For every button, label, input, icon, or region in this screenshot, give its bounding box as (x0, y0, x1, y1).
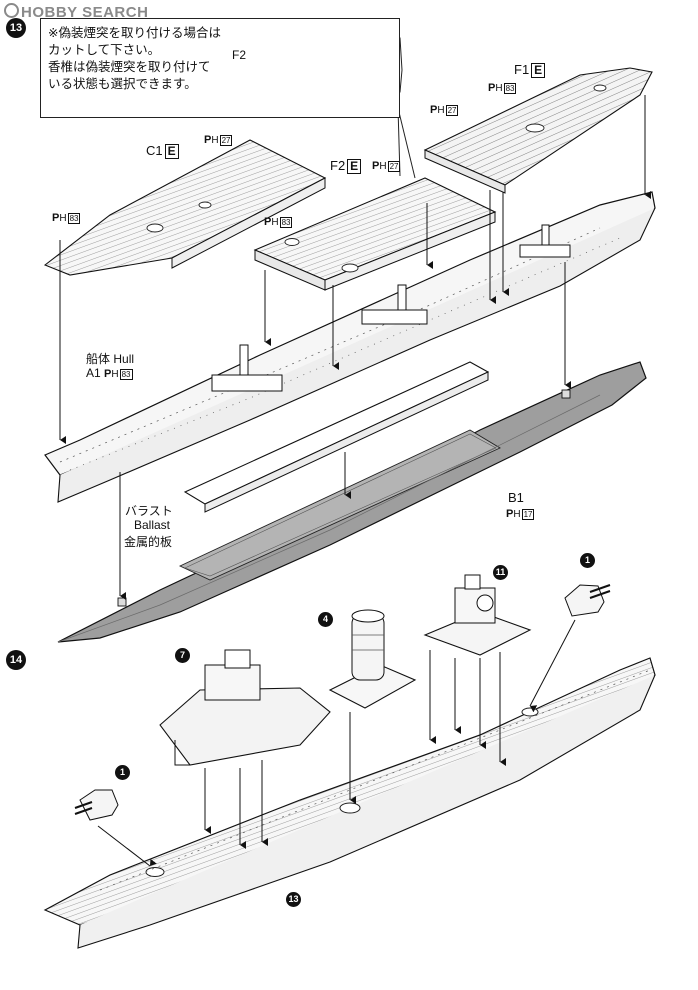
logo-ring-icon (4, 3, 19, 18)
note-text: ※偽装煙突を取り付ける場合は カットして下さい。 香椎は偽装煙突を取り付けて い… (48, 24, 221, 92)
turret-front-part (74, 789, 119, 821)
subassembly-1-front-bullet: 1 (115, 765, 130, 780)
c1-deck-part (43, 139, 327, 276)
hobby-search-watermark: HOBBY SEARCH (4, 3, 148, 21)
ballast-en-label: Ballast (134, 518, 171, 532)
ballast-plate-part (183, 361, 490, 513)
note-line-4: いる状態も選択できます。 (48, 76, 197, 91)
subassembly-1-rear-bullet: 1 (580, 553, 595, 568)
marker-e-f1: E (531, 63, 546, 78)
main-deck-assembly (43, 657, 656, 949)
turret-rear-part (564, 584, 611, 617)
f2-deck-part (253, 177, 497, 291)
f1-deck-part (423, 67, 653, 194)
funnel-assembly-part (328, 609, 417, 709)
marker-e-f2: E (347, 159, 362, 174)
subassembly-13-bullet: 13 (286, 892, 301, 907)
b1-label: B1 (508, 490, 524, 505)
ballast-jp-sub-label: 金属的板 (124, 535, 173, 549)
subassembly-7-bullet: 7 (175, 648, 190, 663)
step-14-marker: 14 (6, 650, 26, 670)
note-leader-1 (397, 107, 416, 179)
hull-label: 船体 Hull (86, 352, 135, 366)
note-line-2: カットして下さい。 (48, 42, 161, 57)
note-part-label: F2 (232, 48, 247, 62)
step-13-marker: 13 (6, 18, 26, 38)
marker-e-c1: E (164, 144, 179, 159)
subassembly-4-bullet: 4 (318, 612, 333, 627)
note-line-1: ※偽装煙突を取り付ける場合は (48, 25, 221, 40)
aft-superstructure-part (423, 574, 532, 656)
subassembly-11-bullet: 11 (493, 565, 508, 580)
bridge-assembly-part (159, 649, 331, 766)
note-line-3: 香椎は偽装煙突を取り付けて (48, 59, 211, 74)
bottom-b1-part (57, 361, 647, 643)
ballast-jp-label: バラスト (125, 504, 173, 518)
note-box (40, 18, 400, 118)
